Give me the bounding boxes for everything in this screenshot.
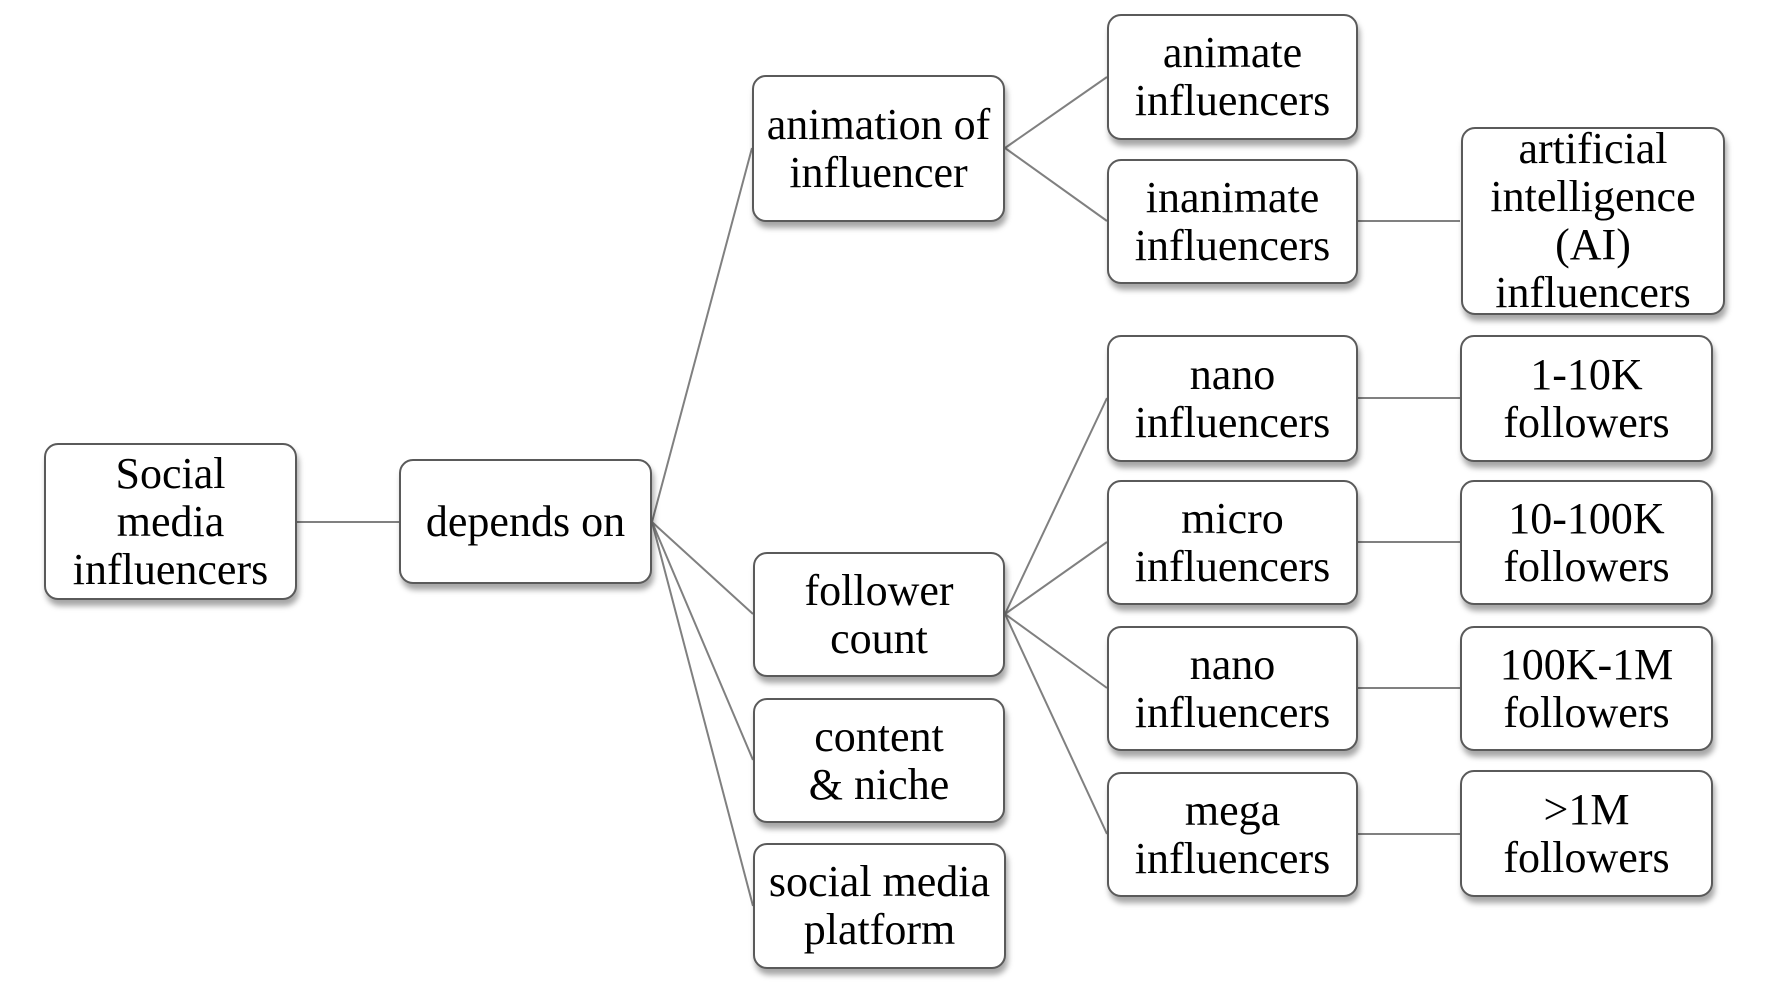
node-animation-of-influencer: animation of influencer xyxy=(752,75,1005,222)
node-social-media-influencers: Social media influencers xyxy=(44,443,297,600)
node-nano-influencers-1: nano influencers xyxy=(1107,335,1358,462)
edge-follower-micro xyxy=(1004,541,1108,615)
node-animate-influencers: animate influencers xyxy=(1107,14,1358,140)
node-follower-count: follower count xyxy=(753,552,1005,677)
edge-animation-inanimate xyxy=(1004,147,1108,222)
node-ai-influencers: artificial intelligence (AI) influencers xyxy=(1461,125,1725,317)
edge-follower-mega xyxy=(1004,613,1108,835)
node-depends-on: depends on xyxy=(399,459,652,584)
edge-depends-content xyxy=(651,521,754,761)
node-followers-100k-1m: 100K-1M followers xyxy=(1460,626,1713,751)
node-social-media-platform: social media platform xyxy=(753,843,1006,969)
node-inanimate-influencers: inanimate influencers xyxy=(1107,159,1358,284)
edge-depends-animation xyxy=(651,147,753,523)
node-nano-influencers-2: nano influencers xyxy=(1107,626,1358,751)
node-content-niche: content & niche xyxy=(753,698,1005,823)
node-followers-1-10k: 1-10K followers xyxy=(1460,335,1713,462)
node-followers-10-100k: 10-100K followers xyxy=(1460,480,1713,605)
node-followers-over-1m: >1M followers xyxy=(1460,770,1713,897)
edge-follower-nano1 xyxy=(1004,397,1108,615)
node-micro-influencers: micro influencers xyxy=(1107,480,1358,605)
edge-depends-follower xyxy=(651,521,754,615)
node-mega-influencers: mega influencers xyxy=(1107,772,1358,897)
edge-depends-platform xyxy=(651,521,754,907)
edge-animation-animate xyxy=(1004,76,1108,149)
edge-follower-nano2 xyxy=(1004,613,1108,689)
